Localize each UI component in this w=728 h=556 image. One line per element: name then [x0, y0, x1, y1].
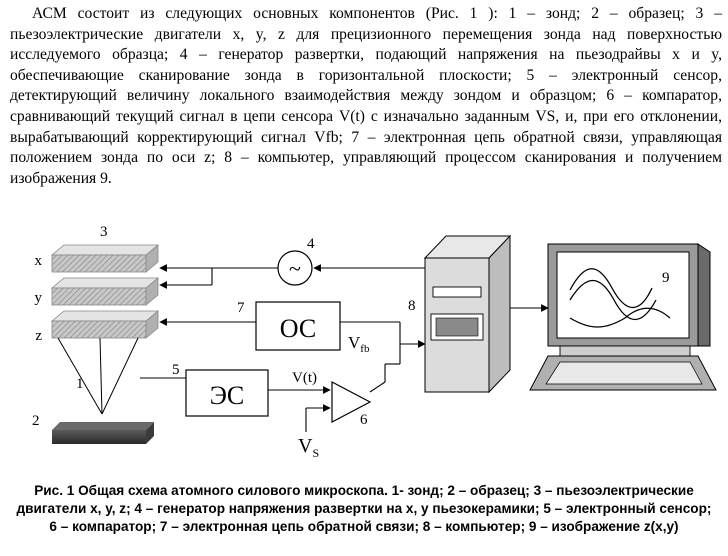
sample [52, 422, 154, 444]
monitor [529, 243, 717, 391]
sweep-generator: ~ [277, 250, 313, 286]
label-axis-y: y [35, 290, 43, 306]
probe [57, 337, 139, 415]
label-vt: V(t) [292, 370, 317, 386]
comparator-triangle [331, 381, 372, 423]
label-num-computer: 8 [408, 298, 416, 314]
piezo-plate-z [50, 310, 160, 339]
piezo-plate-y [50, 277, 160, 306]
label-vfb: Vfb [348, 333, 370, 355]
piezo-stack [50, 244, 160, 339]
label-num-image: 9 [662, 270, 670, 286]
label-num-feedback: 7 [237, 300, 245, 316]
image-z-waves [569, 268, 671, 328]
label-num-probe: 1 [76, 376, 84, 392]
label-num-sensor: 5 [172, 362, 180, 378]
label-num-sample: 2 [32, 413, 40, 429]
figure-caption: Рис. 1 Общая схема атомного силового мик… [16, 483, 712, 535]
feedback-label: ОС [280, 314, 316, 343]
label-axis-z: z [35, 328, 42, 344]
piezo-plate-x [50, 244, 160, 273]
computer-tower [423, 234, 512, 394]
label-vs: VS [298, 435, 319, 460]
line-comparator-out [369, 381, 386, 393]
feedback-box [255, 301, 341, 351]
label-num-piezo: 3 [100, 224, 108, 240]
generator-symbol: ~ [289, 256, 301, 281]
afm-diagram: 3 x y z 1 2 ~ 4 ОС 7 Vfb ЭС 5 V(t) 6 [32, 224, 717, 460]
sensor-box [185, 369, 269, 417]
description-paragraph: АСМ состоит из следующих основных компон… [10, 4, 722, 189]
label-num-generator: 4 [307, 236, 315, 252]
sensor-label: ЭС [210, 381, 245, 410]
description-text: АСМ состоит из следующих основных компон… [10, 5, 722, 187]
label-axis-x: x [35, 253, 43, 269]
label-num-comparator: 6 [360, 412, 368, 428]
